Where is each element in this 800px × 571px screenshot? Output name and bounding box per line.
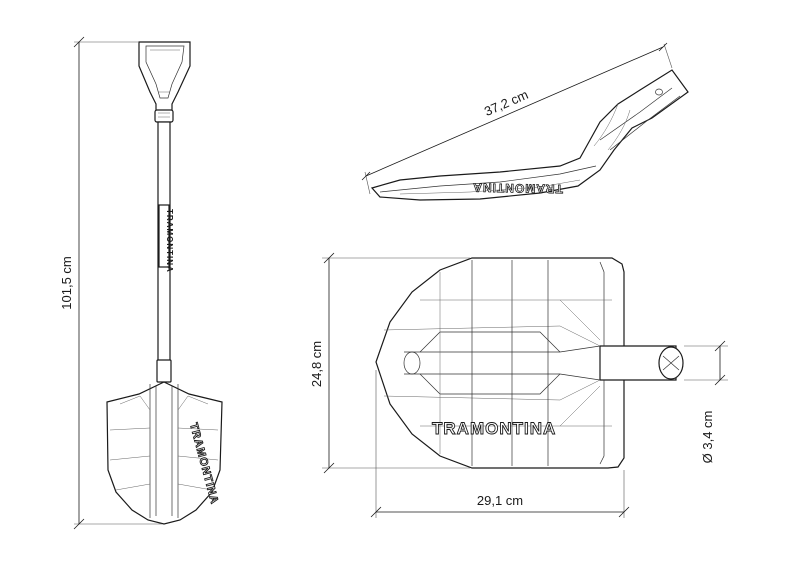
front-view-shovel: TRAMONTINA TRAMONTINA <box>106 41 223 525</box>
shaft-brand-label: TRAMONTINA <box>165 209 174 273</box>
blade-width-label: 29,1 cm <box>477 493 523 508</box>
blade-height-dimension: 24,8 cm <box>309 252 470 474</box>
front-blade: TRAMONTINA <box>106 381 223 525</box>
side-view-shovel: TRAMONTINA <box>370 69 689 201</box>
blade-width-dimension: 29,1 cm <box>370 370 630 518</box>
shaft-diameter-label: Ø 3,4 cm <box>700 411 715 464</box>
shaft-diameter-dimension: Ø 3,4 cm <box>684 340 728 464</box>
side-length-label: 37,2 cm <box>482 87 530 119</box>
top-blade-brand-label: TRAMONTINA <box>432 419 556 438</box>
total-length-label: 101,5 cm <box>59 256 74 309</box>
shaft: TRAMONTINA <box>156 121 174 383</box>
side-view-brand-label: TRAMONTINA <box>472 180 563 196</box>
total-length-dimension: 101,5 cm <box>59 36 162 530</box>
d-grip-handle <box>138 41 191 123</box>
blade-height-label: 24,8 cm <box>309 341 324 387</box>
top-view-blade: TRAMONTINA <box>375 257 684 469</box>
